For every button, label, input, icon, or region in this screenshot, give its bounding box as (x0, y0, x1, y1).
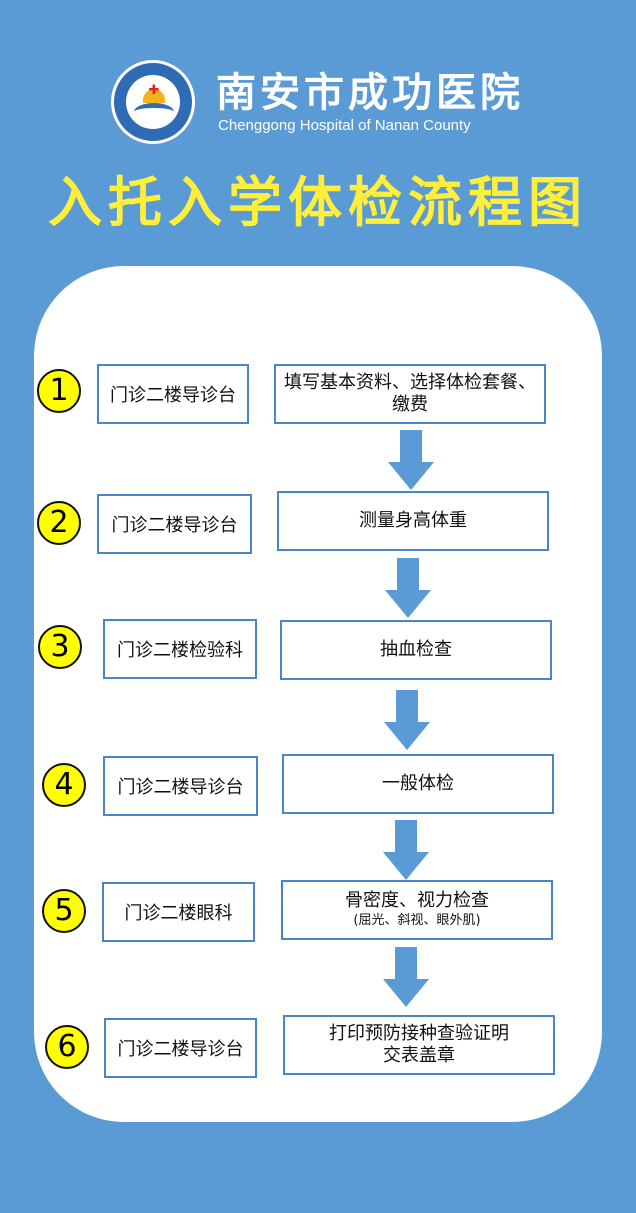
step-6-location: 门诊二楼导诊台 (104, 1018, 257, 1078)
arrow-down-icon (383, 820, 429, 880)
step-2-task-line1: 测量身高体重 (359, 510, 467, 531)
hospital-name-en: Chenggong Hospital of Nanan County (218, 117, 471, 134)
hospital-name: 南安市成功医院 (216, 69, 524, 116)
step-4-task-line1: 一般体检 (382, 773, 454, 794)
step-6-location-label: 门诊二楼导诊台 (117, 1039, 244, 1060)
step-2-location: 门诊二楼导诊台 (97, 494, 252, 554)
arrow-down-icon (384, 690, 430, 750)
arrow-down-icon (385, 558, 431, 618)
step-number-1: 1 (37, 369, 81, 413)
step-6-task: 打印预防接种查验证明 交表盖章 (283, 1015, 555, 1075)
arrow-down-icon (383, 947, 429, 1007)
logo-sun-shape (143, 89, 165, 103)
step-3-location-label: 门诊二楼检验科 (117, 640, 243, 661)
step-5-location-label: 门诊二楼眼科 (124, 903, 233, 924)
step-5-task-line1: 骨密度、视力检查 (345, 890, 489, 911)
step-1-task-line2: 缴费 (392, 394, 428, 415)
step-6-task-line1: 打印预防接种查验证明 (329, 1023, 509, 1044)
step-3-task-line1: 抽血检查 (380, 639, 452, 660)
hospital-logo: ✚ (111, 60, 195, 144)
arrow-down-icon (388, 430, 434, 490)
step-5-task-sub: (屈光、斜视、眼外肌) (353, 913, 481, 928)
step-4-task: 一般体检 (282, 754, 554, 814)
step-3-task: 抽血检查 (280, 620, 552, 680)
step-number-3: 3 (38, 625, 82, 669)
step-4-location-label: 门诊二楼导诊台 (117, 777, 244, 798)
step-4-location: 门诊二楼导诊台 (103, 756, 258, 816)
step-1-task: 填写基本资料、选择体检套餐、 缴费 (274, 364, 546, 424)
step-1-location-label: 门诊二楼导诊台 (110, 385, 236, 406)
step-2-task: 测量身高体重 (277, 491, 549, 551)
step-3-location: 门诊二楼检验科 (103, 619, 257, 679)
step-2-location-label: 门诊二楼导诊台 (111, 515, 238, 536)
medical-cross-icon: ✚ (148, 83, 160, 98)
step-1-location: 门诊二楼导诊台 (97, 364, 249, 424)
step-number-6: 6 (45, 1025, 89, 1069)
step-5-task: 骨密度、视力检查 (屈光、斜视、眼外肌) (281, 880, 553, 940)
step-number-4: 4 (42, 763, 86, 807)
page-title: 入托入学体检流程图 (48, 171, 588, 234)
step-6-task-line2: 交表盖章 (383, 1045, 455, 1066)
step-number-5: 5 (42, 889, 86, 933)
logo-emblem: ✚ (126, 75, 180, 129)
step-5-location: 门诊二楼眼科 (102, 882, 255, 942)
step-1-task-line1: 填写基本资料、选择体检套餐、 (284, 372, 536, 393)
step-number-2: 2 (37, 501, 81, 545)
logo-swoosh-shape (134, 103, 174, 121)
